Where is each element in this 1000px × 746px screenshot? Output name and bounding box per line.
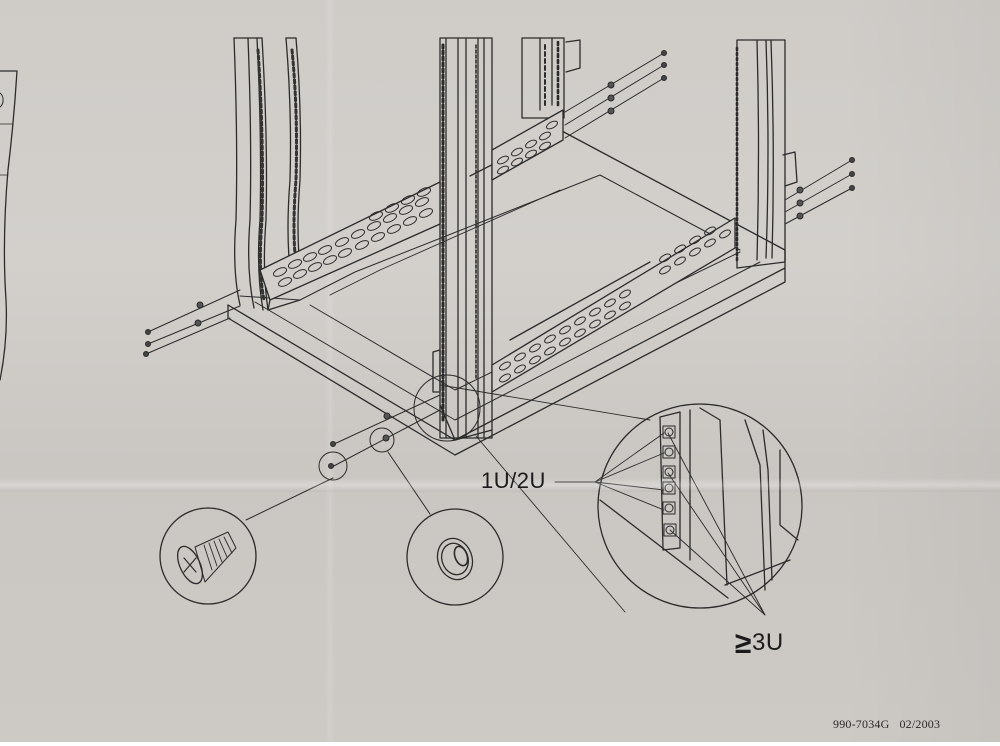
callout-3u-text: 3U [751,629,784,656]
part-number: 990-7034G [833,717,890,731]
rear-top-perforated-rail [491,109,564,181]
rack-base-frame [227,129,786,456]
right-side-perforated-rail [491,217,736,393]
centre-front-upright [432,37,493,441]
callout-1u-2u: 1U/2U [481,468,546,493]
paper-fold-vertical [325,0,335,742]
callout-3u: ≥3U [735,624,784,660]
left-fasteners [143,289,241,357]
front-left-perforated-rail [259,181,441,311]
rear-left-upright [521,37,581,119]
front-fasteners [318,374,481,481]
paper-shadow [840,0,1000,742]
rear-right-fasteners [784,157,855,225]
rear-right-upright [735,39,798,269]
paper-fold-horizontal [0,478,1000,492]
washer-detail [387,451,504,606]
greater-equal-symbol: ≥ [735,627,752,660]
rear-top-fasteners [564,50,667,139]
previous-step-fragment [0,70,18,381]
document-footer: 990-7034G 02/2003 [833,717,940,732]
screw-detail [159,477,334,605]
left-front-upright [233,37,302,311]
revision-date: 02/2003 [899,717,941,731]
rail-hole-detail [439,384,803,616]
